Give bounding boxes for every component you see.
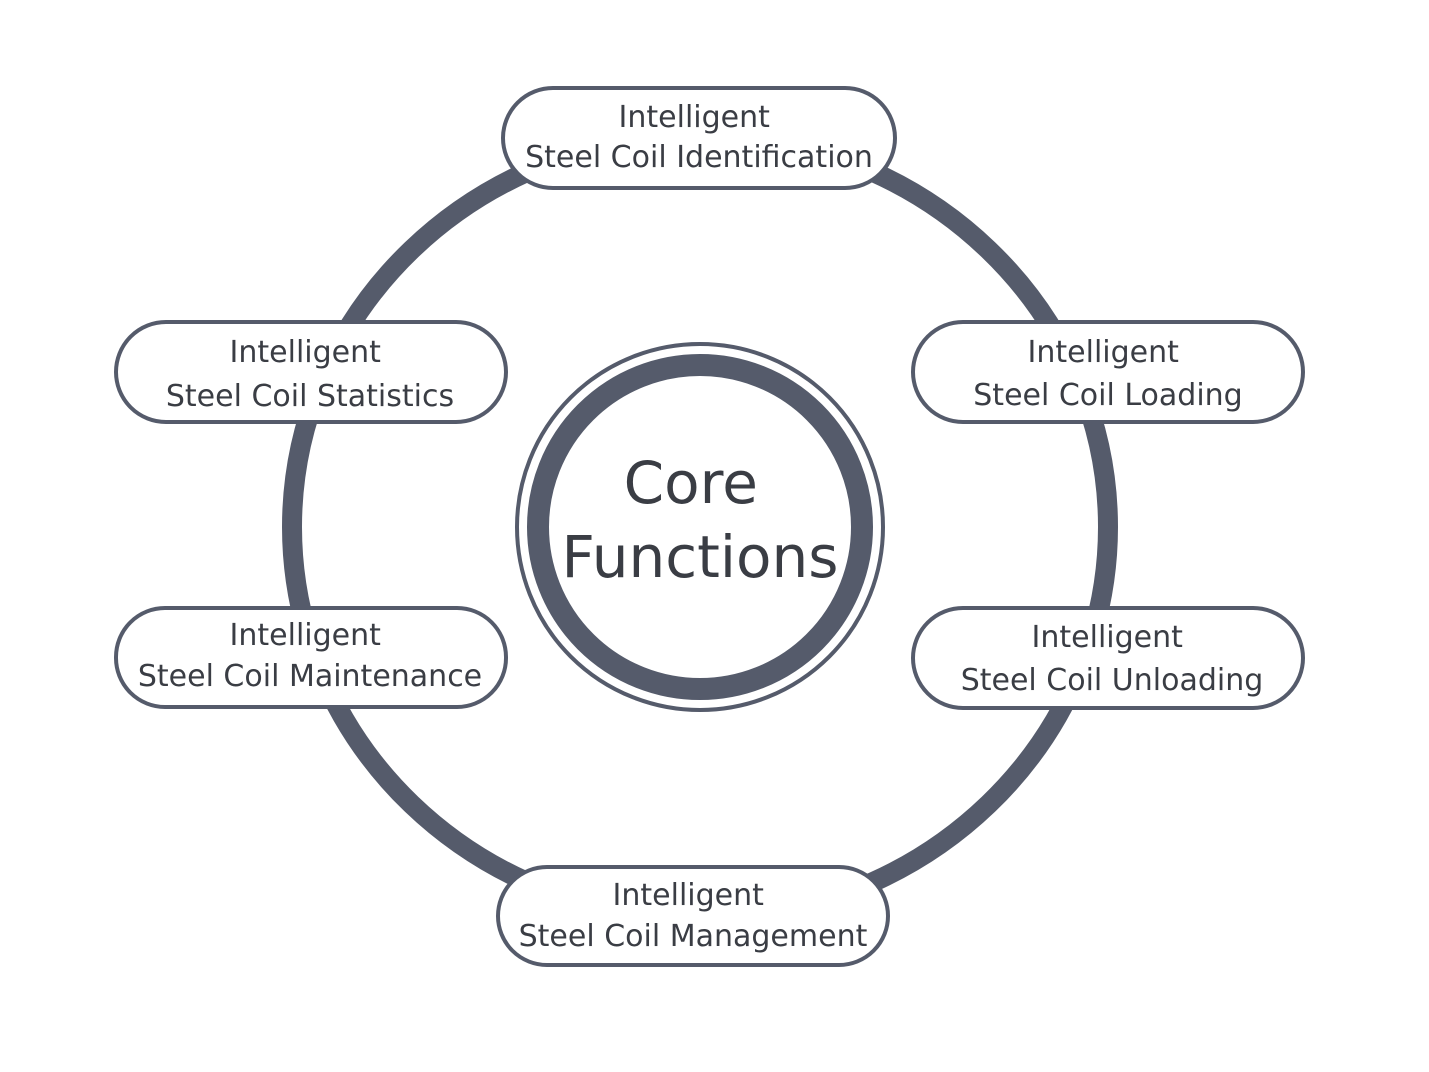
node-pill — [114, 320, 508, 424]
node-label-line2: Steel Coil Loading — [973, 378, 1242, 413]
svg-text:Intelligent Steel Coil M: Intelligent Steel Coil Management — [519, 878, 868, 954]
node-label-line2: Steel Coil Statistics — [166, 379, 454, 414]
svg-text:Intelligent Steel Coil S: Intelligent Steel Coil Statistics — [166, 335, 454, 414]
svg-text:Intelligent Steel Coil I: Intelligent Steel Coil Identification — [525, 100, 873, 175]
node-pill — [114, 606, 508, 709]
node-label-line1: Intelligent — [1028, 335, 1180, 370]
node-pill — [911, 606, 1305, 710]
core-circle: Core Functions — [515, 342, 885, 712]
node-loading: Intelligent Steel Coil Loading — [911, 320, 1305, 424]
core-label-line2: Functions — [562, 523, 839, 591]
core-thick-ring — [527, 354, 873, 700]
node-maintenance: Intelligent Steel Coil Maintenance — [114, 606, 508, 709]
node-label-line1: Intelligent — [613, 878, 765, 913]
node-statistics: Intelligent Steel Coil Statistics — [114, 320, 508, 424]
node-identification: Intelligent Steel Coil Identification — [501, 86, 897, 190]
node-label-line1: Intelligent — [230, 618, 382, 653]
svg-text:Core Functions: Core Functions — [562, 449, 839, 591]
node-pill — [911, 320, 1305, 424]
node-unloading: Intelligent Steel Coil Unloading — [911, 606, 1305, 710]
node-label-line2: Steel Coil Unloading — [961, 663, 1264, 698]
svg-text:Intelligent Steel Coil U: Intelligent Steel Coil Unloading — [961, 620, 1264, 698]
svg-text:Intelligent Steel Coil L: Intelligent Steel Coil Loading — [973, 335, 1242, 413]
node-pill — [501, 86, 897, 190]
node-label-line2: Steel Coil Maintenance — [138, 659, 482, 694]
node-label-line2: Steel Coil Management — [519, 919, 868, 954]
node-management: Intelligent Steel Coil Management — [496, 865, 890, 967]
node-label-line1: Intelligent — [1032, 620, 1184, 655]
node-label-line2: Steel Coil Identification — [525, 140, 873, 175]
core-label-line1: Core — [624, 449, 758, 517]
node-label-line1: Intelligent — [230, 335, 382, 370]
node-label-line1: Intelligent — [619, 100, 771, 135]
svg-text:Intelligent Steel Coil M: Intelligent Steel Coil Maintenance — [138, 618, 482, 694]
node-pill — [496, 865, 890, 967]
